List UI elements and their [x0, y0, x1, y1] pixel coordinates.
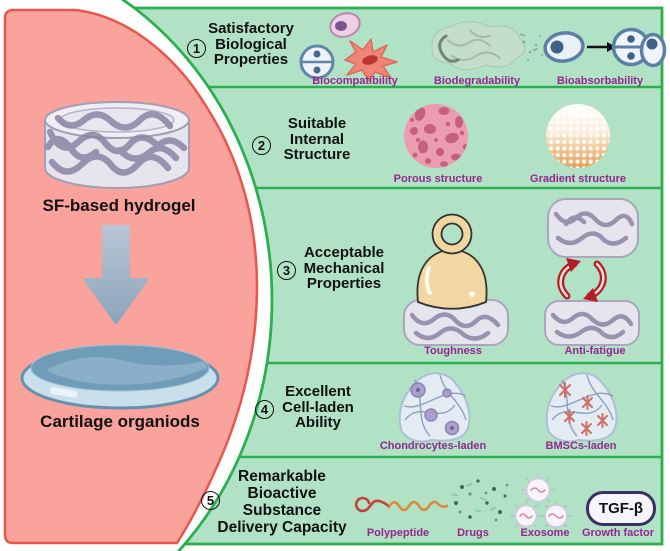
section-1-title: Satisfactory Biological Properties: [208, 20, 294, 68]
section-5-number: 5: [201, 491, 220, 510]
section-1-number: 1: [187, 39, 206, 58]
section-2-title: Suitable Internal Structure: [283, 115, 351, 163]
section-4-title: Excellent Cell-laden Ability: [282, 383, 354, 431]
cartilage-organoids-label: Cartilage organiods: [40, 412, 200, 431]
tgf-beta-text: TGF-β: [598, 500, 644, 517]
polypeptide-label: Polypeptide: [366, 527, 430, 539]
drugs-icon: [451, 479, 509, 522]
biodegradability-icon: [431, 21, 543, 71]
sf-hydrogel-label: SF-based hydrogel: [42, 196, 196, 215]
anti-fatigue-icon: [544, 198, 640, 346]
cycle-arrows: [557, 258, 607, 302]
biodegradability-label: Biodegradability: [433, 75, 521, 87]
section-5-title: Remarkable Bioactive Substance Delivery …: [217, 468, 347, 536]
bmscs-laden-label: BMSCs-laden: [545, 440, 617, 452]
petri-dish-icon: [20, 344, 220, 410]
chondrocytes-laden-icon: [398, 372, 471, 443]
gradient-structure-icon: [546, 104, 610, 168]
anti-fatigue-label: Anti-fatigue: [564, 345, 626, 357]
polypeptide-icon: [354, 496, 449, 513]
bioabsorbability-icon: [543, 27, 667, 68]
chondrocytes-laden-label: Chondrocytes-laden: [379, 440, 487, 452]
down-arrow-icon: [84, 225, 148, 324]
bioabsorbability-label: Bioabsorbability: [556, 75, 644, 87]
sf-hydrogel-cylinder-icon: [44, 101, 190, 189]
biocompatibility-icon: [299, 12, 398, 82]
section-3-number: 3: [277, 261, 296, 280]
section-2-number: 2: [252, 136, 271, 155]
tgf-beta-pill: TGF-β: [586, 491, 656, 526]
section-4-number: 4: [255, 400, 274, 419]
exosome-label: Exosome: [520, 527, 570, 539]
drugs-label: Drugs: [457, 527, 489, 539]
toughness-icon: [403, 213, 509, 346]
growth-factor-label: Growth factor: [581, 527, 655, 539]
toughness-label: Toughness: [424, 345, 482, 357]
bmscs-laden-icon: [545, 372, 618, 443]
gradient-structure-label: Gradient structure: [530, 173, 626, 185]
porous-structure-label: Porous structure: [393, 173, 483, 185]
exosome-icon: [510, 473, 572, 532]
section-3-title: Acceptable Mechanical Properties: [303, 244, 385, 292]
biocompatibility-label: Biocompatibility: [312, 75, 398, 87]
